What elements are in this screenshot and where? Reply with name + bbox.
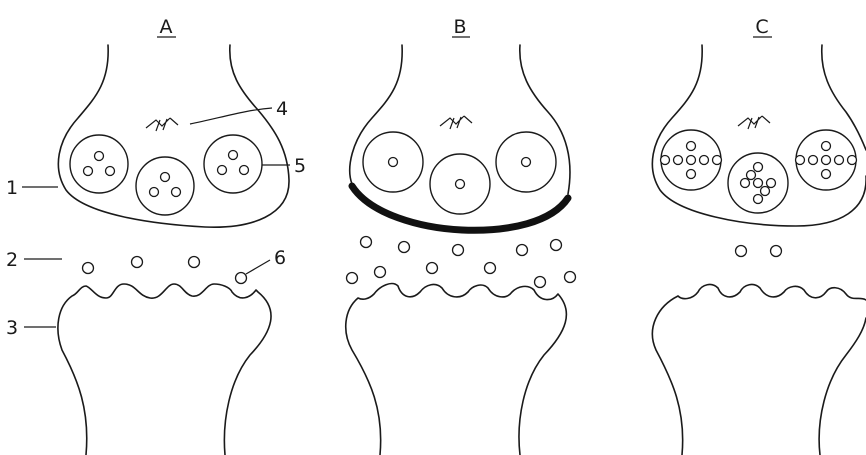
panel-b: B <box>346 16 576 455</box>
panel-a: A <box>58 16 289 455</box>
neurotransmitter-molecule <box>535 277 546 288</box>
neurotransmitter-molecule <box>771 246 782 257</box>
panel-label-a: A <box>160 16 173 38</box>
neurotransmitter-molecule <box>517 245 528 256</box>
neurotransmitter-molecule <box>240 166 249 175</box>
neurotransmitter-molecule <box>674 156 683 165</box>
neurotransmitter-molecule <box>754 195 763 204</box>
callout-2: 2 <box>6 249 18 271</box>
synaptic-vesicle <box>136 157 194 215</box>
neurotransmitter-molecule <box>687 142 696 151</box>
neurotransmitter-molecule <box>347 273 358 284</box>
neurotransmitter-molecule <box>661 156 670 165</box>
neurotransmitter-molecule <box>835 156 844 165</box>
neurotransmitter-molecule <box>848 156 857 165</box>
neurotransmitter-molecule <box>754 179 763 188</box>
neurotransmitter-molecule <box>84 167 93 176</box>
callout-6: 6 <box>274 247 286 269</box>
neurotransmitter-molecule <box>189 257 200 268</box>
neurotransmitter-molecule <box>83 263 94 274</box>
mitochondrion-a <box>146 118 178 131</box>
neurotransmitter-molecule <box>713 156 722 165</box>
panel-label-c: C <box>755 16 768 38</box>
neurotransmitter-molecule <box>761 187 770 196</box>
mitochondrion-b <box>440 116 472 129</box>
synaptic-vesicle <box>204 135 262 193</box>
neurotransmitter-molecule <box>822 156 831 165</box>
neurotransmitter-molecule <box>236 273 247 284</box>
neurotransmitter-molecule <box>809 156 818 165</box>
neurotransmitter-molecule <box>796 156 805 165</box>
neurotransmitter-molecule <box>485 263 496 274</box>
cleft-molecules-c <box>736 246 782 257</box>
neurotransmitter-molecule <box>427 263 438 274</box>
neurotransmitter-molecule <box>700 156 709 165</box>
callout-1: 1 <box>6 177 18 199</box>
neurotransmitter-molecule <box>172 188 181 197</box>
neurotransmitter-molecule <box>565 272 576 283</box>
neurotransmitter-molecule <box>767 179 776 188</box>
neurotransmitter-molecule <box>150 188 159 197</box>
neurotransmitter-molecule <box>687 156 696 165</box>
neurotransmitter-molecule <box>95 152 104 161</box>
vesicle-group-b <box>363 132 556 214</box>
neurotransmitter-molecule <box>399 242 410 253</box>
panel-c: C <box>652 16 866 455</box>
postsynaptic-membrane-c <box>652 285 866 455</box>
postsynaptic-membrane-a <box>58 284 271 455</box>
vesicle-group-c <box>661 130 857 213</box>
postsynaptic-membrane-b <box>346 284 567 455</box>
neurotransmitter-molecule <box>218 166 227 175</box>
neurotransmitter-molecule <box>687 170 696 179</box>
neurotransmitter-molecule <box>822 170 831 179</box>
neurotransmitter-molecule <box>229 151 238 160</box>
neurotransmitter-molecule <box>106 167 115 176</box>
neurotransmitter-molecule <box>551 240 562 251</box>
synaptic-vesicle <box>70 135 128 193</box>
neurotransmitter-molecule <box>161 173 170 182</box>
neurotransmitter-molecule <box>132 257 143 268</box>
callout-4-leader <box>190 108 272 124</box>
callout-5: 5 <box>294 155 306 177</box>
neurotransmitter-molecule <box>361 237 372 248</box>
neurotransmitter-molecule <box>822 142 831 151</box>
neurotransmitter-molecule <box>375 267 386 278</box>
neurotransmitter-molecule <box>736 246 747 257</box>
neurotransmitter-molecule <box>389 158 398 167</box>
neurotransmitter-molecule <box>754 163 763 172</box>
callout-4: 4 <box>276 98 288 120</box>
neurotransmitter-molecule <box>453 245 464 256</box>
neurotransmitter-molecule <box>522 158 531 167</box>
mitochondrion-c <box>738 116 770 129</box>
callout-6-leader <box>246 260 270 274</box>
neurotransmitter-molecule <box>747 171 756 180</box>
cleft-molecules-a <box>83 257 247 284</box>
cleft-molecules-b <box>347 237 576 288</box>
vesicle-group-a <box>70 135 262 215</box>
neurotransmitter-molecule <box>456 180 465 189</box>
panel-label-b: B <box>453 16 466 38</box>
callout-3: 3 <box>6 317 18 339</box>
neurotransmitter-molecule <box>741 179 750 188</box>
